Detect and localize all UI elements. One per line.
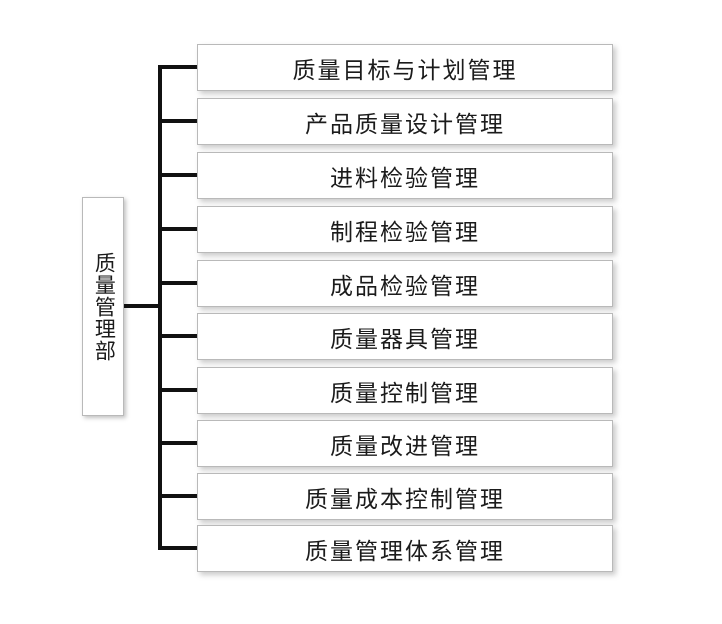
leaf-node-3[interactable]: 进料检验管理: [197, 152, 613, 199]
connector-branch-6: [158, 334, 198, 338]
leaf-node-label: 质量管理体系管理: [305, 537, 505, 564]
root-node-quality-department[interactable]: 质量管理部: [82, 197, 124, 416]
leaf-node-10[interactable]: 质量管理体系管理: [197, 525, 613, 572]
connector-branch-8: [158, 441, 198, 445]
connector-branch-5: [158, 281, 198, 285]
leaf-node-1[interactable]: 质量目标与计划管理: [197, 44, 613, 91]
leaf-node-9[interactable]: 质量成本控制管理: [197, 473, 613, 520]
leaf-node-label: 产品质量设计管理: [305, 110, 505, 137]
connector-trunk: [158, 67, 162, 549]
connector-root-stem: [124, 304, 160, 308]
connector-branch-1: [158, 65, 198, 69]
root-node-label: 质量管理部: [92, 251, 116, 362]
leaf-node-label: 制程检验管理: [330, 218, 480, 245]
leaf-node-5[interactable]: 成品检验管理: [197, 260, 613, 307]
connector-branch-10: [158, 546, 198, 550]
connector-branch-9: [158, 494, 198, 498]
connector-branch-2: [158, 119, 198, 123]
connector-branch-3: [158, 173, 198, 177]
leaf-node-2[interactable]: 产品质量设计管理: [197, 98, 613, 145]
connector-branch-7: [158, 388, 198, 392]
leaf-node-label: 成品检验管理: [330, 272, 480, 299]
leaf-node-label: 质量改进管理: [330, 432, 480, 459]
leaf-node-label: 质量成本控制管理: [305, 485, 505, 512]
leaf-node-label: 质量器具管理: [330, 325, 480, 352]
leaf-node-label: 进料检验管理: [330, 164, 480, 191]
leaf-node-8[interactable]: 质量改进管理: [197, 420, 613, 467]
leaf-node-7[interactable]: 质量控制管理: [197, 367, 613, 414]
leaf-node-4[interactable]: 制程检验管理: [197, 206, 613, 253]
connector-branch-4: [158, 227, 198, 231]
leaf-node-label: 质量控制管理: [330, 379, 480, 406]
leaf-node-label: 质量目标与计划管理: [292, 56, 518, 83]
leaf-node-6[interactable]: 质量器具管理: [197, 313, 613, 360]
